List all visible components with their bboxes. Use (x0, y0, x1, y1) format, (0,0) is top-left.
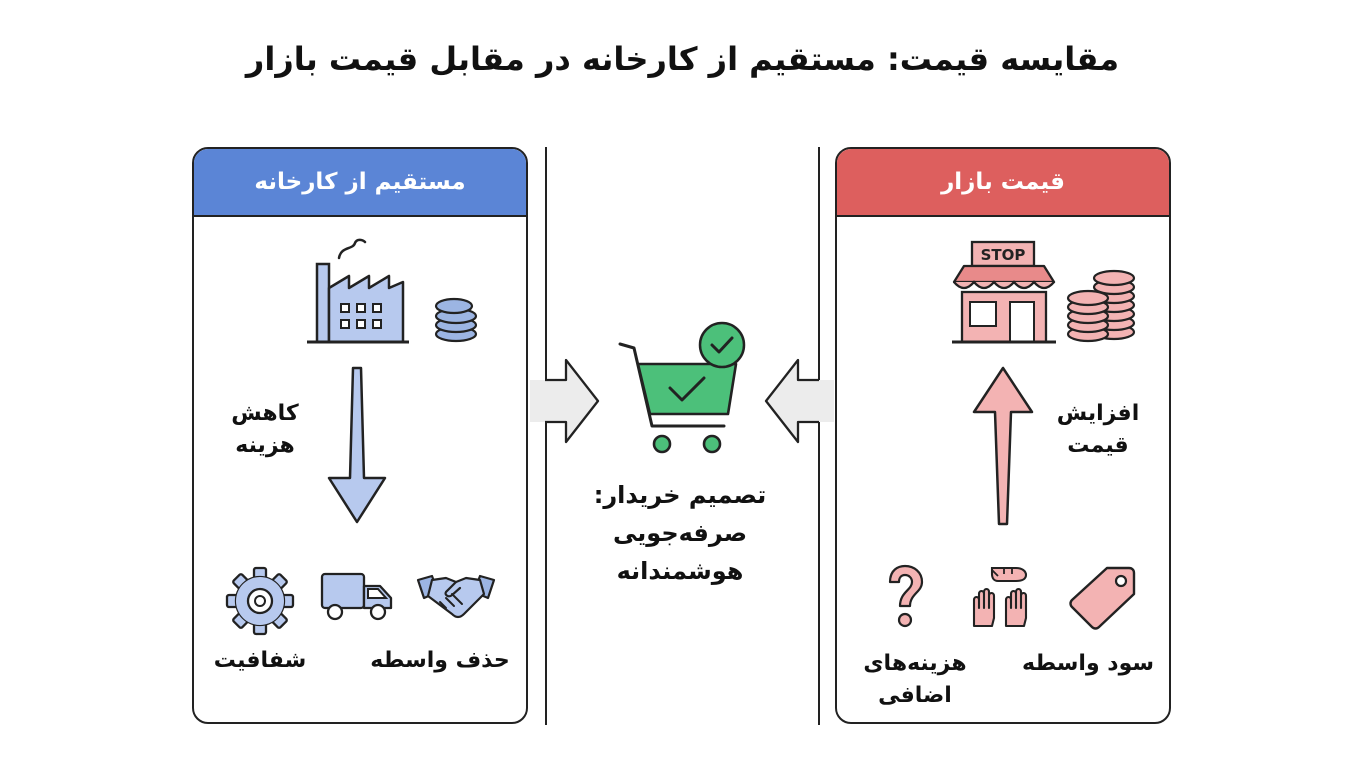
left-divider (545, 147, 547, 725)
price-tag-icon (1069, 566, 1136, 630)
checkmark-icon (698, 321, 746, 369)
up-arrow-icon (972, 366, 1034, 526)
extra-costs-label: هزینه‌های اضافی (863, 651, 967, 708)
factory-icon (307, 238, 409, 344)
down-arrow-icon (327, 366, 387, 524)
cost-reduction-label: کاهش هزینه (231, 401, 299, 458)
handshake-icon (416, 574, 496, 619)
factory-direct-header: مستقیم از کارخانه (194, 149, 526, 217)
transparency-label: شفافیت (213, 648, 307, 673)
market-price-header: قیمت بازار (837, 149, 1169, 217)
delivery-truck-icon (320, 572, 393, 621)
remove-middleman-label: حذف واسطه (370, 648, 510, 673)
right-divider (818, 147, 820, 725)
store-icon: STOP (952, 240, 1056, 344)
shopping-cart-icon (618, 342, 738, 454)
question-mark-icon (888, 564, 924, 628)
buyer-decision-label: تصمیم خریدار: صرفه‌جویی هوشمندانه (593, 481, 767, 585)
factory-direct-panel: مستقیم از کارخانه (192, 147, 528, 724)
arrow-right-icon (530, 358, 600, 444)
arrow-left-icon (764, 358, 834, 444)
price-increase-label: افزایش قیمت (1056, 401, 1140, 458)
store-sign-text: STOP (981, 246, 1026, 264)
hands-icon (972, 566, 1028, 628)
gear-icon (225, 566, 295, 636)
page-title: مقایسه قیمت: مستقیم از کارخانه در مقابل … (245, 40, 1120, 78)
coins-icon (1066, 269, 1136, 343)
middleman-profit-label: سود واسطه (1022, 651, 1154, 676)
coins-icon (434, 297, 478, 343)
